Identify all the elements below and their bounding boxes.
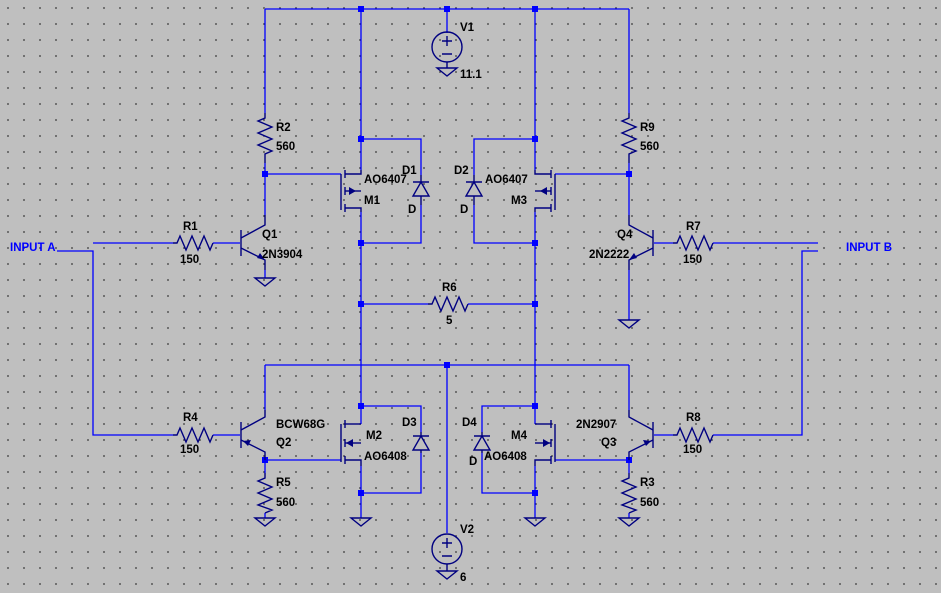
r8-label: R8 — [686, 412, 701, 424]
d3-label: D3 — [402, 417, 417, 429]
resistor-r7[interactable] — [673, 234, 714, 252]
v2-source[interactable] — [431, 533, 463, 571]
m4-label: M4 — [511, 430, 528, 442]
q2-label: Q2 — [276, 437, 291, 449]
v1-source[interactable] — [431, 31, 463, 68]
q3-label: Q3 — [601, 437, 616, 449]
mosfet-m2[interactable] — [340, 420, 362, 466]
resistor-r1[interactable] — [173, 234, 214, 252]
v2-label: V2 — [460, 524, 474, 536]
wires — [57, 8, 818, 533]
r5-label: R5 — [276, 477, 291, 489]
net-label-input-b: INPUT B — [846, 242, 892, 254]
d1-label: D1 — [402, 165, 417, 177]
mosfet-m1[interactable] — [340, 170, 362, 212]
q4-label: Q4 — [617, 229, 633, 241]
r9-label: R9 — [640, 122, 655, 134]
r4-label: R4 — [183, 412, 198, 424]
r9-value: 560 — [640, 141, 659, 153]
r7-value: 150 — [683, 254, 702, 266]
q1-value: 2N3904 — [262, 249, 303, 261]
r4-value: 150 — [180, 444, 199, 456]
q1-label: Q1 — [262, 229, 278, 241]
m2-label: M2 — [366, 430, 382, 442]
r1-value: 150 — [180, 254, 199, 266]
q2-value: BCW68G — [276, 419, 325, 431]
v1-value: 11.1 — [460, 69, 482, 81]
r2-value: 560 — [276, 141, 295, 153]
d2-value: D — [460, 204, 468, 216]
r1-label: R1 — [183, 221, 198, 233]
v2-value: 6 — [460, 572, 466, 584]
transistor-q3[interactable] — [628, 410, 654, 460]
m3-label: M3 — [511, 195, 527, 207]
r7-label: R7 — [686, 221, 701, 233]
v1-label: V1 — [460, 22, 475, 34]
r6-value: 5 — [446, 315, 453, 327]
diode-d3[interactable] — [411, 432, 431, 453]
resistor-r3[interactable] — [620, 473, 638, 514]
m3-value: AO6407 — [485, 174, 528, 186]
resistor-r2[interactable] — [256, 113, 274, 163]
v2-ground-icon — [435, 570, 459, 580]
d2-label: D2 — [454, 165, 469, 177]
r3-label: R3 — [640, 477, 655, 489]
d1-value: D — [408, 204, 416, 216]
net-label-input-a: INPUT A — [10, 242, 56, 254]
m4-value: AO6408 — [484, 451, 527, 463]
m2-value: AO6408 — [364, 451, 407, 463]
m1-value: AO6407 — [364, 174, 407, 186]
diode-d2[interactable] — [464, 175, 484, 205]
resistor-r8[interactable] — [673, 426, 714, 444]
resistor-r9[interactable] — [620, 113, 638, 163]
d4-value: D — [469, 456, 477, 468]
transistor-q1[interactable] — [240, 215, 266, 270]
q1-ground-icon — [253, 277, 277, 287]
mosfet-m3[interactable] — [534, 170, 556, 212]
r2-label: R2 — [276, 122, 291, 134]
r3-ground-icon — [617, 517, 641, 527]
d4-label: D4 — [462, 417, 477, 429]
q4-value: 2N2222 — [589, 249, 629, 261]
r5-value: 560 — [276, 497, 295, 509]
resistor-r6[interactable] — [428, 295, 469, 313]
m1-label: M1 — [364, 195, 381, 207]
r3-value: 560 — [640, 497, 659, 509]
transistor-q2[interactable] — [240, 410, 266, 460]
transistor-q4[interactable] — [628, 215, 654, 270]
r6-label: R6 — [442, 282, 457, 294]
mosfet-m4[interactable] — [534, 420, 556, 466]
v1-ground-icon — [435, 67, 459, 77]
resistor-r5[interactable] — [256, 473, 274, 514]
diode-d1[interactable] — [411, 175, 431, 205]
q3-value: 2N2907 — [576, 419, 616, 431]
m2-ground-icon — [349, 517, 373, 527]
q4-ground-icon — [617, 319, 641, 329]
resistor-r4[interactable] — [173, 426, 214, 444]
r5-ground-icon — [253, 517, 277, 527]
m4-ground-icon — [523, 517, 547, 527]
r8-value: 150 — [683, 444, 702, 456]
diode-d4[interactable] — [472, 432, 492, 453]
